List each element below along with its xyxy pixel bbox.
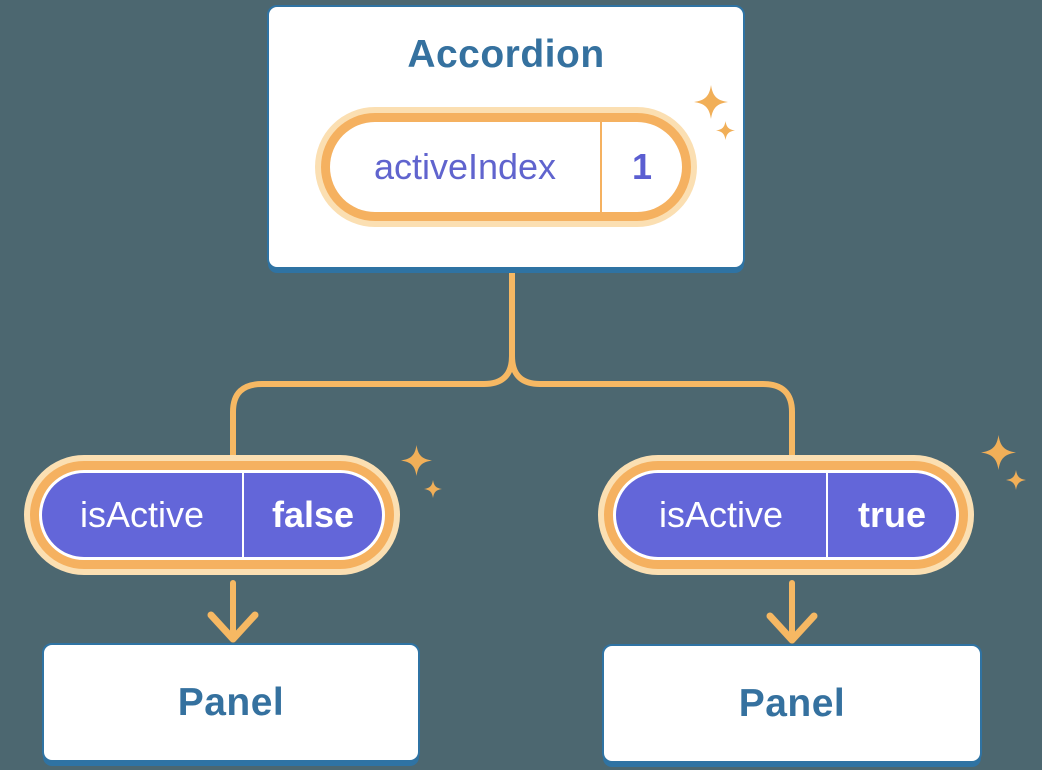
pill-divider [826,473,828,557]
sparkle-icon [716,121,735,140]
prop-value-label: false [271,494,355,535]
sparkle-icon [424,480,442,498]
state-pill-active-index: activeIndex 1 [315,107,697,227]
sparkle-icon [1006,470,1026,490]
panel-component-box-right: Panel [602,644,982,763]
panel-title: Panel [738,681,846,725]
prop-name-label: isActive [658,494,784,535]
prop-pill-border: isActive false [30,461,394,569]
branch-line-right [509,268,795,460]
panel-title: Panel [177,680,285,724]
prop-pill-isactive-false: isActive false [24,455,400,575]
prop-pill-isactive-true: isActive true [598,455,974,575]
state-name-label: activeIndex [373,146,557,187]
accordion-component-box: Accordion activeIndex 1 [267,5,745,269]
pill-divider [600,122,602,212]
pill-divider [242,473,244,557]
prop-value-label: true [857,494,926,535]
arrow-head-right [766,612,818,644]
prop-pill-border: isActive true [604,461,968,569]
sparkle-icon [981,435,1016,470]
sparkle-icon [401,445,432,476]
arrow-head-left [207,611,259,643]
state-pill-border: activeIndex 1 [321,113,691,221]
branch-line-left [230,268,515,460]
sparkle-icon [694,85,728,119]
prop-name-label: isActive [79,494,205,535]
accordion-title: Accordion [407,33,605,76]
panel-component-box-left: Panel [42,643,420,762]
state-value-label: 1 [631,146,653,187]
